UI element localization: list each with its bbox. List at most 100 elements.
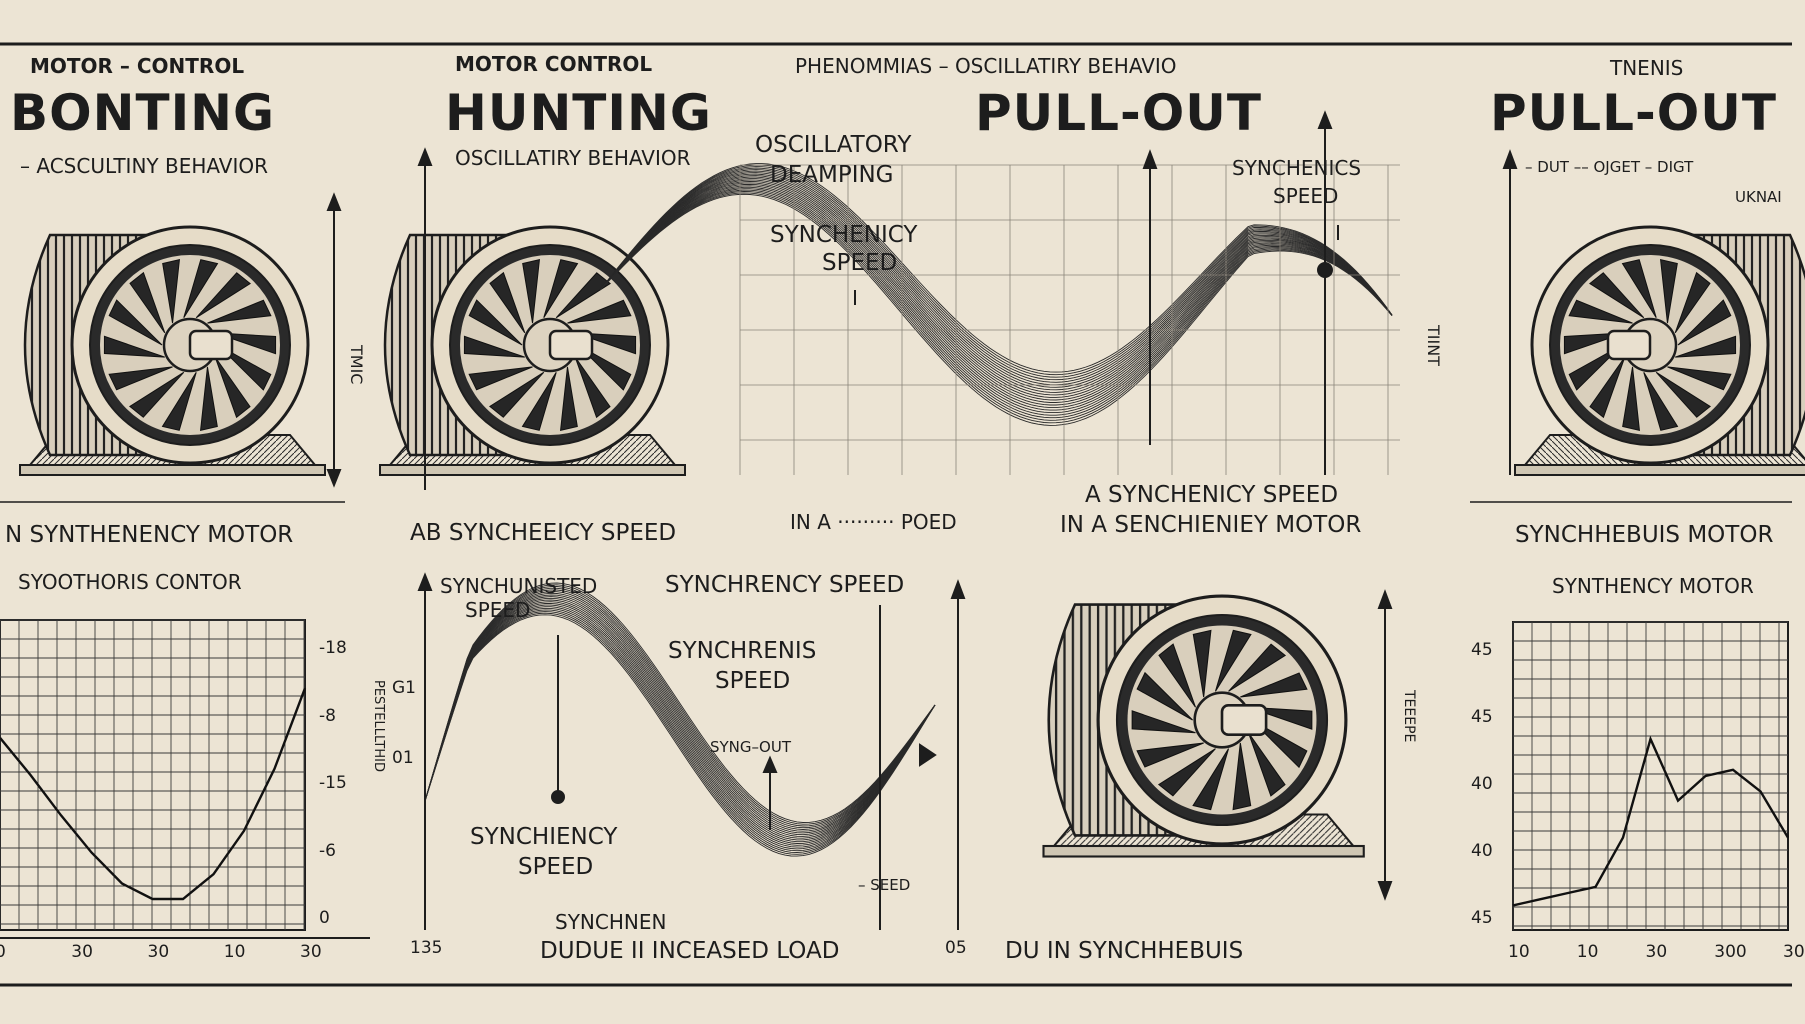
hunting-caption-2: IN A ········· POED <box>790 510 957 534</box>
chart-y-tick: -15 <box>319 773 347 793</box>
chart-bottom-right <box>1512 621 1790 931</box>
left-chart-caption: SYOOTHORIS CONTOR <box>18 570 242 594</box>
bottom-tick-g1: G1 <box>392 678 416 698</box>
hunting-wave-strand <box>599 186 1393 414</box>
hunting-caption-1: AB SYNCHEEICY SPEED <box>410 520 677 546</box>
chart-y-tick: 45 <box>1471 908 1493 928</box>
pullout-wave-strand <box>424 586 936 827</box>
hunting-wave-strand <box>599 188 1393 416</box>
pullout-wave-strand <box>424 597 936 839</box>
title-pullout: PULL-OUT <box>975 84 1262 142</box>
chart-x-tick: 300 <box>1714 942 1747 962</box>
pullout-wave-strand <box>424 602 936 844</box>
motor-left <box>18 225 327 477</box>
bottom-label-e: SYNG–OUT <box>710 738 791 756</box>
left-motor-caption: N SYNTHENENCY MOTOR <box>5 522 294 548</box>
left-side-label: TMIC <box>347 345 366 385</box>
hunting-wave-strand <box>599 176 1393 396</box>
bottom-label-d: SYNCHIENCY <box>470 824 618 850</box>
chart-y-tick: -8 <box>319 705 336 726</box>
chart-x-tick: 10 <box>1576 942 1599 962</box>
chart-y-tick: -6 <box>319 840 336 861</box>
bottom-label-c2: SPEED <box>715 668 791 694</box>
chart-y-tick: 0 <box>319 908 330 928</box>
chart-series-line <box>1512 735 1790 907</box>
hunting-wave-strand <box>599 178 1393 398</box>
chart-x-tick: 30 <box>71 942 93 962</box>
bottom-label-a: SYNCHUNISTED <box>440 574 598 598</box>
pullout-wave-strand <box>424 609 936 852</box>
header-center-subcaption: PHENOMMIAS – OSCILLATIRY BEHAVIO <box>795 54 1177 78</box>
pullout-wave-strand <box>424 607 936 850</box>
bottom-caption-right: DU IN SYNCHHEBUIS <box>1005 938 1244 964</box>
pullout-caption-1: A SYNCHENICY SPEED <box>1085 482 1339 508</box>
chart-y-tick: 40 <box>1471 774 1493 794</box>
subtitle-hunting: OSCILLATIRY BEHAVIOR <box>455 146 691 170</box>
bottom-side-label: PESTELLLTHID <box>371 680 386 772</box>
title-hunting: HUNTING <box>445 84 712 142</box>
right-motor-caption: SYNCHHEBUIS MOTOR <box>1515 522 1774 548</box>
pullout-wave-strand <box>424 611 936 853</box>
hunting-wave-strand <box>599 173 1393 391</box>
chart-frame <box>0 619 306 931</box>
pullout-wave-strand <box>424 584 936 825</box>
hunting-wave-strand <box>599 163 1393 373</box>
annotation-damping: DEAMPING <box>770 162 894 188</box>
pullout-wave-strand <box>424 599 936 841</box>
pullout-wave <box>424 582 936 857</box>
chart-x-tick: 30 <box>300 942 322 962</box>
hunting-wave-strand <box>599 181 1393 403</box>
title-right: PULL-OUT <box>1490 84 1777 142</box>
bottom-label-g: SYNCHNEN <box>555 910 667 934</box>
pullout-speed-label-1: SYNCHENICS <box>1232 156 1362 180</box>
chart-bottom-left <box>0 619 307 931</box>
hunting-speed-label-1: SYNCHENICY <box>770 222 918 248</box>
hunting-wave-strand <box>599 164 1393 376</box>
pullout-wave-strand <box>424 592 936 834</box>
hunting-wave-strand <box>599 182 1393 406</box>
header-left-caption: MOTOR – CONTROL <box>30 54 245 78</box>
bottom-label-b: SYNCHRENCY SPEED <box>665 572 905 598</box>
right-small-note: – DUT –– OJGET – DIGT <box>1525 158 1694 176</box>
right-small-note-2: UKNAI <box>1735 188 1782 206</box>
bottom-label-d2: SPEED <box>518 854 594 880</box>
hunting-wave-strand <box>599 183 1393 409</box>
hunting-wave-strand <box>599 167 1393 381</box>
hunting-wave-strand <box>599 192 1393 424</box>
bottom-label-f: – SEED <box>858 876 911 894</box>
hunting-wave-strand <box>599 170 1393 386</box>
chart-x-tick: 0 <box>0 942 6 962</box>
pullout-wave-strand <box>424 614 936 857</box>
chart-frame <box>1512 621 1789 931</box>
chart-y-tick: 45 <box>1471 640 1493 660</box>
hunting-wave <box>599 163 1393 426</box>
pullout-wave-strand <box>424 591 936 832</box>
bottom-tick-01: 01 <box>392 748 414 768</box>
motor-right <box>1513 225 1805 477</box>
hunting-wave-strand <box>599 172 1393 388</box>
bottom-label-c: SYNCHRENIS <box>668 638 817 664</box>
pullout-wave-strand <box>424 587 936 829</box>
pullout-wave-strand <box>424 612 936 855</box>
header-center-caption: MOTOR CONTROL <box>455 52 653 76</box>
subtitle-left: – ACSCULTINY BEHAVIOR <box>20 154 269 178</box>
pullout-wave-strand <box>424 596 936 837</box>
annotation-oscillatory: OSCILLATORY <box>755 132 912 158</box>
pullout-wave-strand <box>424 604 936 846</box>
pullout-speed-label-2: SPEED <box>1273 184 1339 208</box>
bottom-label-a2: SPEED <box>465 598 531 622</box>
pullout-caption-2: IN A SENCHIENIEY MOTOR <box>1060 512 1362 538</box>
hunting-wave-strand <box>599 175 1393 393</box>
pullout-wave-strand <box>424 601 936 843</box>
pullout-side-label: TIINT <box>1424 325 1443 366</box>
chart-x-tick: 30 <box>1645 942 1668 962</box>
chart-x-tick: 10 <box>1508 942 1530 962</box>
right-chart-caption: SYNTHENCY MOTOR <box>1552 574 1754 598</box>
chart-y-tick: -18 <box>319 638 347 658</box>
bottom-axis-left-tick: 135 <box>410 938 443 958</box>
hunting-wave-strand <box>599 166 1393 378</box>
hunting-wave-strand <box>599 189 1393 419</box>
hunting-speed-label-2: SPEED <box>822 250 898 276</box>
